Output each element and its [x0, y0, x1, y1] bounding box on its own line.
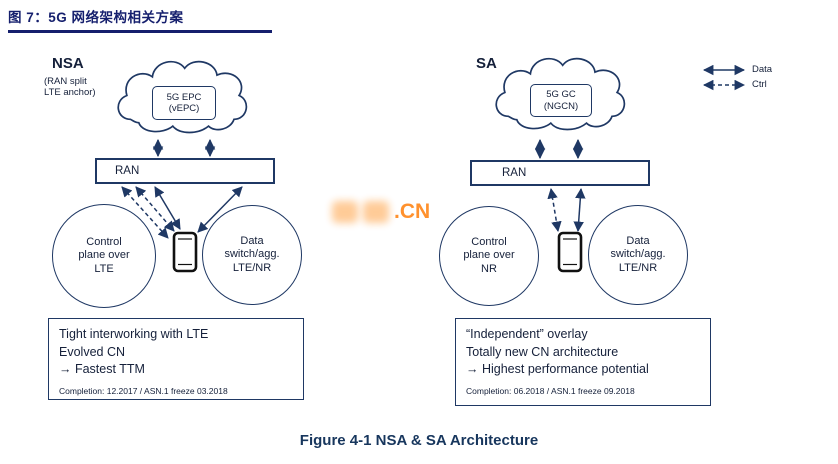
- note-line: Evolved CN: [59, 344, 125, 359]
- epc-box-line: (vEPC): [168, 103, 200, 114]
- figure-title: 图 7：5G 网络架构相关方案: [8, 10, 184, 25]
- circle-text-line: plane over: [78, 249, 130, 262]
- sa-ctrl-arrows: [547, 187, 562, 233]
- legend-data-label: Data: [752, 64, 773, 75]
- legend-ctrl-label: Ctrl: [752, 79, 767, 90]
- circle-text-line: switch/agg.: [610, 248, 666, 261]
- sa-ran-box: RAN: [470, 160, 650, 186]
- nsa-sublabel-line2: LTE anchor): [44, 87, 96, 98]
- nsa-data-switch-circle: Data switch/agg. LTE/NR: [202, 205, 302, 305]
- sa-notes-box: “Independent” overlay Totally new CN arc…: [455, 318, 711, 406]
- note-line: Tight interworking with LTE: [59, 327, 209, 341]
- circle-text-line: LTE/NR: [232, 261, 272, 274]
- note-footnote: Completion: 12.2017 / ASN.1 freeze 03.20…: [59, 385, 228, 396]
- sa-ngcn-box: 5G GC (NGCN): [530, 84, 592, 117]
- sa-control-plane-circle: Control plane over NR: [439, 206, 539, 306]
- nsa-label: NSA: [52, 55, 84, 72]
- sa-data-switch-circle: Data switch/agg. LTE/NR: [588, 205, 688, 305]
- sa-label: SA: [476, 55, 497, 72]
- nsa-epc-box: 5G EPC (vEPC): [152, 86, 216, 120]
- circle-text-line: Control: [471, 235, 507, 248]
- circle-text-line: LTE/NR: [618, 261, 658, 274]
- note-line: → Fastest TTM: [59, 362, 145, 376]
- circle-text-line: switch/agg.: [224, 248, 280, 261]
- nsa-sublabel-line1: (RAN split: [44, 76, 87, 87]
- sa-ran-label: RAN: [502, 167, 527, 179]
- note-line: Totally new CN architecture: [466, 344, 619, 359]
- figure-caption: Figure 4-1 NSA & SA Architecture: [299, 432, 539, 449]
- note-footnote: Completion: 06.2018 / ASN.1 freeze 09.20…: [466, 385, 635, 396]
- nsa-smartphone-icon: [172, 231, 198, 273]
- circle-text-line: NR: [481, 262, 497, 275]
- nsa-control-plane-circle: Control plane over LTE: [52, 204, 156, 308]
- watermark-text: .CN: [394, 200, 431, 223]
- circle-text-line: Data: [240, 234, 264, 247]
- ngcn-box-line: (NGCN): [543, 100, 579, 112]
- nsa-sublabel: (RAN split LTE anchor): [44, 76, 96, 98]
- sa-smartphone-icon: [557, 231, 583, 273]
- epc-box-line: 5G EPC: [166, 91, 202, 103]
- watermark: .CN: [332, 200, 430, 224]
- nsa-notes-box: Tight interworking with LTE Evolved CN →…: [48, 318, 304, 400]
- note-line: → Highest performance potential: [466, 362, 649, 376]
- circle-text-line: Control: [86, 235, 122, 248]
- nsa-ran-label: RAN: [115, 165, 140, 177]
- title-underline: [8, 30, 272, 33]
- circle-text-line: plane over: [463, 249, 515, 262]
- nsa-ran-box: RAN: [95, 158, 275, 184]
- circle-text-line: LTE: [94, 262, 114, 275]
- circle-text-line: Data: [626, 234, 650, 247]
- note-line: “Independent” overlay: [466, 327, 588, 341]
- watermark-blur-glyph: [363, 201, 389, 223]
- ngcn-box-line: 5G GC: [546, 89, 576, 100]
- watermark-blur-glyph: [332, 201, 358, 223]
